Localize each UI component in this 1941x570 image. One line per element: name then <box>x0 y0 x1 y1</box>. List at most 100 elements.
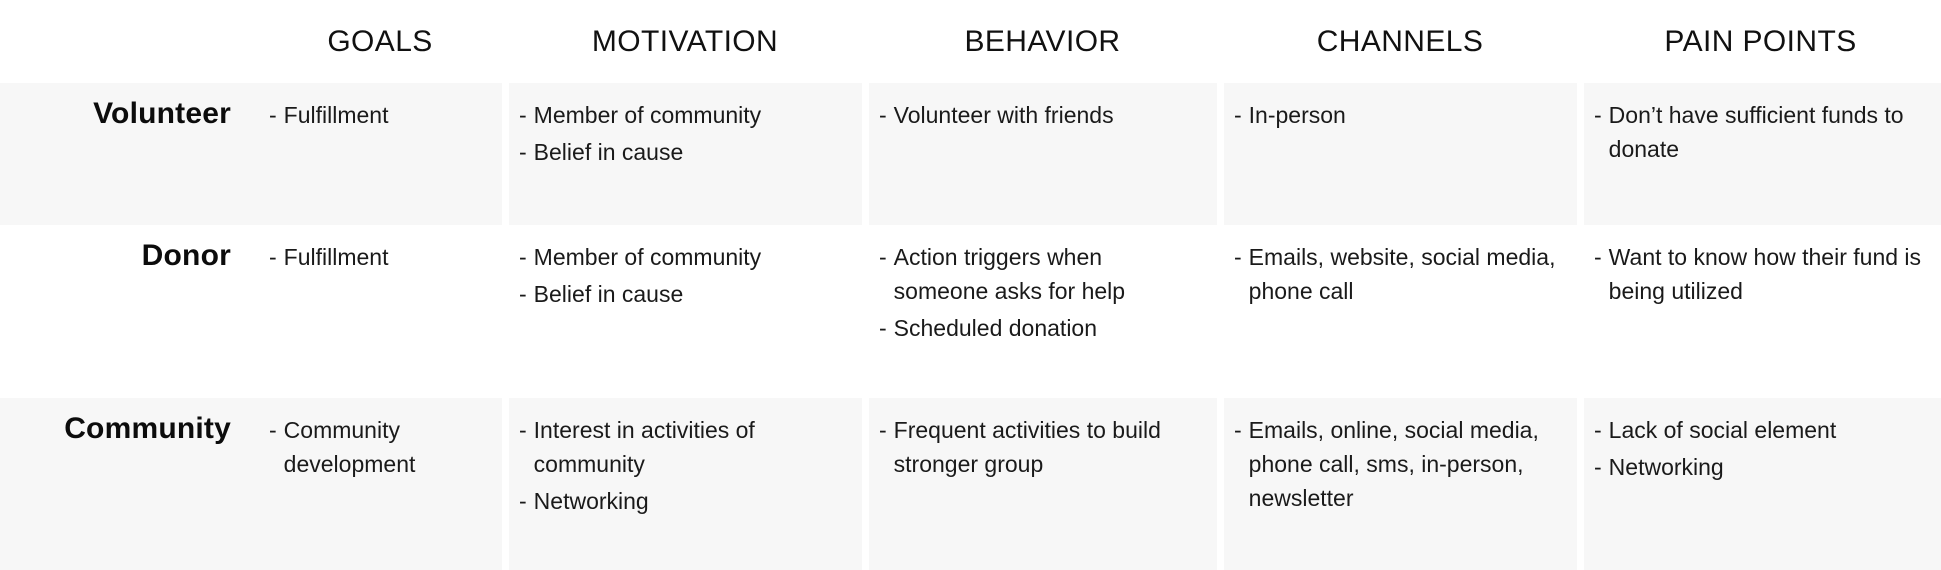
column-header-behavior: BEHAVIOR <box>964 24 1121 58</box>
cell-donor-goals: - Fulfillment <box>255 225 505 398</box>
bullet-marker: - <box>1594 244 1602 270</box>
bullet-list: - Lack of social element - Networking <box>1594 414 1923 488</box>
cell-volunteer-motivation: - Member of community - Belief in cause <box>505 83 865 225</box>
bullet-marker: - <box>519 102 527 128</box>
list-item-text: Networking <box>1608 453 1724 480</box>
table-body: Volunteer - Fulfillment - Member of comm… <box>0 83 1941 570</box>
bullet-list: - Fulfillment <box>269 241 487 278</box>
bullet-marker: - <box>1234 102 1242 128</box>
bullet-list: - Don’t have sufficient funds to donate <box>1594 99 1923 170</box>
list-item: - Networking <box>519 485 847 519</box>
list-item-text: Don’t have sufficient funds to donate <box>1608 102 1904 162</box>
list-item-text: Belief in cause <box>533 280 684 307</box>
persona-label-cell: Donor <box>0 225 255 398</box>
list-item-text: In-person <box>1248 102 1346 128</box>
list-item-text: Belief in cause <box>533 138 684 165</box>
persona-name: Community <box>64 412 231 445</box>
list-item: - Lack of social element <box>1594 414 1923 448</box>
cell-volunteer-pain-points: - Don’t have sufficient funds to donate <box>1580 83 1941 225</box>
cell-community-channels: - Emails, online, social media, phone ca… <box>1220 398 1580 570</box>
bullet-list: - Emails, online, social media, phone ca… <box>1234 414 1562 518</box>
list-item: - Fulfillment <box>269 241 487 275</box>
bullet-marker: - <box>269 244 277 270</box>
persona-label-cell: Volunteer <box>0 83 255 225</box>
cell-community-behavior: - Frequent activities to build stronger … <box>865 398 1220 570</box>
cell-community-goals: - Community development <box>255 398 505 570</box>
bullet-marker: - <box>519 280 527 307</box>
bullet-list: - Fulfillment <box>269 99 487 136</box>
list-item: - Action triggers when someone asks for … <box>879 241 1202 309</box>
list-item-text: Want to know how their fund is being uti… <box>1608 244 1922 304</box>
column-header-motivation: MOTIVATION <box>591 24 779 58</box>
persona-name: Volunteer <box>93 97 231 130</box>
bullet-marker: - <box>879 244 887 270</box>
list-item: - Emails, website, social media, phone c… <box>1234 241 1562 309</box>
column-header-pain-points: PAIN POINTS <box>1664 24 1857 58</box>
cell-volunteer-goals: - Fulfillment <box>255 83 505 225</box>
bullet-marker: - <box>519 487 527 514</box>
bullet-list: - Member of community - Belief in cause <box>519 241 847 315</box>
bullet-list: - Member of community - Belief in cause <box>519 99 847 173</box>
list-item-text: Lack of social element <box>1608 417 1837 443</box>
bullet-list: - Frequent activities to build stronger … <box>879 414 1202 485</box>
list-item: - Community development <box>269 414 487 482</box>
table-row: Volunteer - Fulfillment - Member of comm… <box>0 83 1941 225</box>
bullet-list: - In-person <box>1234 99 1562 136</box>
list-item: - Frequent activities to build stronger … <box>879 414 1202 482</box>
bullet-marker: - <box>519 417 527 443</box>
list-item-text: Community development <box>283 417 416 477</box>
table-header-row: GOALS MOTIVATION BEHAVIOR CHANNELS PAIN … <box>0 0 1941 83</box>
list-item: - Networking <box>1594 451 1923 485</box>
bullet-marker: - <box>1594 453 1602 480</box>
list-item: - Interest in activities of community <box>519 414 847 482</box>
bullet-marker: - <box>879 417 887 443</box>
list-item: - Member of community <box>519 241 847 275</box>
list-item-text: Volunteer with friends <box>893 102 1114 128</box>
bullet-marker: - <box>1594 417 1602 443</box>
bullet-marker: - <box>1594 102 1602 128</box>
list-item-text: Fulfillment <box>283 102 389 128</box>
list-item-text: Member of community <box>533 244 762 270</box>
list-item: - Belief in cause <box>519 278 847 312</box>
list-item: - Want to know how their fund is being u… <box>1594 241 1923 309</box>
list-item: - Emails, online, social media, phone ca… <box>1234 414 1562 515</box>
bullet-list: - Action triggers when someone asks for … <box>879 241 1202 348</box>
list-item: - Don’t have sufficient funds to donate <box>1594 99 1923 167</box>
cell-donor-behavior: - Action triggers when someone asks for … <box>865 225 1220 398</box>
list-item: - Volunteer with friends <box>879 99 1202 133</box>
cell-volunteer-behavior: - Volunteer with friends <box>865 83 1220 225</box>
persona-column-header <box>0 0 255 83</box>
cell-community-motivation: - Interest in activities of community - … <box>505 398 865 570</box>
bullet-marker: - <box>879 314 887 341</box>
cell-donor-motivation: - Member of community - Belief in cause <box>505 225 865 398</box>
bullet-list: - Want to know how their fund is being u… <box>1594 241 1923 312</box>
list-item: - Member of community <box>519 99 847 133</box>
bullet-marker: - <box>519 244 527 270</box>
bullet-marker: - <box>879 102 887 128</box>
bullet-list: - Emails, website, social media, phone c… <box>1234 241 1562 312</box>
table-row: Community - Community development - Inte… <box>0 398 1941 570</box>
cell-donor-channels: - Emails, website, social media, phone c… <box>1220 225 1580 398</box>
list-item-text: Interest in activities of community <box>533 417 755 477</box>
list-item-text: Networking <box>533 487 649 514</box>
list-item-text: Frequent activities to build stronger gr… <box>893 417 1161 477</box>
list-item: - Belief in cause <box>519 136 847 170</box>
list-item-text: Fulfillment <box>283 244 389 270</box>
bullet-list: - Interest in activities of community - … <box>519 414 847 521</box>
bullet-marker: - <box>1234 417 1242 443</box>
list-item: - Scheduled donation <box>879 312 1202 346</box>
table-row: Donor - Fulfillment - Member of communit… <box>0 225 1941 398</box>
bullet-list: - Volunteer with friends <box>879 99 1202 136</box>
list-item: - Fulfillment <box>269 99 487 133</box>
bullet-marker: - <box>1234 244 1242 270</box>
list-item-text: Action triggers when someone asks for he… <box>893 244 1126 304</box>
list-item-text: Scheduled donation <box>893 314 1098 341</box>
bullet-list: - Community development <box>269 414 487 485</box>
column-header-goals: GOALS <box>327 24 433 58</box>
list-item-text: Emails, online, social media, phone call… <box>1248 417 1539 511</box>
persona-name: Donor <box>141 239 231 272</box>
list-item-text: Member of community <box>533 102 762 128</box>
list-item-text: Emails, website, social media, phone cal… <box>1248 244 1556 304</box>
column-header-channels: CHANNELS <box>1316 24 1484 58</box>
cell-community-pain-points: - Lack of social element - Networking <box>1580 398 1941 570</box>
